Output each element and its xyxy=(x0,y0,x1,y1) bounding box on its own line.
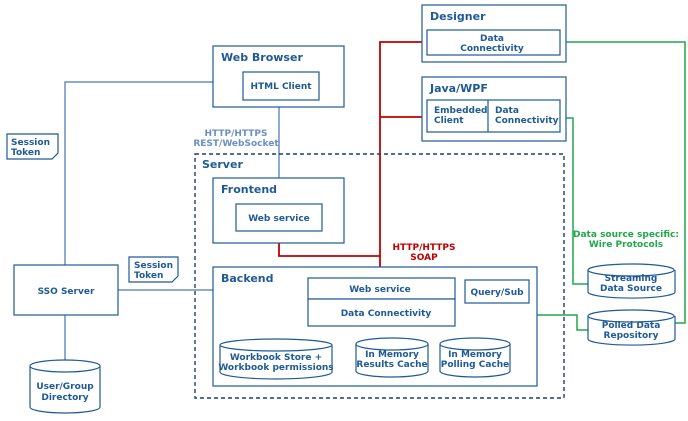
session-token-mid-line1: Session xyxy=(134,261,173,271)
server-title: Server xyxy=(202,158,243,171)
frontend-title: Frontend xyxy=(221,183,277,196)
frontend-web-service-box xyxy=(235,203,323,232)
workbook-store-line2: Workbook permissions xyxy=(218,363,333,373)
streaming-data-source-cylinder: Streaming Data Source xyxy=(587,263,676,299)
html-client-box xyxy=(242,71,320,101)
session-token-mid-line2: Token xyxy=(134,271,163,281)
javawpf-dc-line2: Connectivity xyxy=(495,116,559,126)
designer-title: Designer xyxy=(430,10,486,23)
polling-cache-line2: Polling Cache xyxy=(441,360,510,370)
user-group-line1: User/Group xyxy=(36,382,94,392)
javawpf-inner-box xyxy=(426,99,561,133)
polled-data-repository-cylinder: Polled Data Repository xyxy=(587,309,676,346)
web-browser-panel: Web Browser HTML Client xyxy=(212,45,345,108)
server-panel: Server Frontend Web service HTTP/HTTPS S… xyxy=(194,153,565,399)
results-cache-line1: In Memory xyxy=(365,350,419,360)
sso-server-box xyxy=(13,264,119,316)
javawpf-title: Java/WPF xyxy=(429,82,488,95)
session-token-mid-icon xyxy=(128,256,179,283)
session-token-left-line2: Token xyxy=(11,148,40,158)
green-protocol-line1: Data source specific: xyxy=(573,230,679,240)
html-client-label: HTML Client xyxy=(250,82,312,92)
web-browser-title: Web Browser xyxy=(221,51,303,64)
javawpf-panel: Java/WPF Embedded Client Data Connectivi… xyxy=(421,76,567,142)
user-group-directory-cylinder: User/Group Directory xyxy=(29,359,101,414)
streaming-line1: Streaming xyxy=(605,274,658,284)
designer-dc-line1: Data xyxy=(480,34,504,44)
protocol-red-line2: SOAP xyxy=(410,253,438,263)
backend-data-connectivity-label: Data Connectivity xyxy=(341,309,432,319)
protocol-blue-line2: REST/WebSocket xyxy=(193,139,279,149)
red-trunk-line xyxy=(379,41,427,278)
server-box xyxy=(194,153,565,399)
sso-server-label: SSO Server xyxy=(38,287,95,297)
embedded-client-line2: Client xyxy=(434,116,464,126)
session-token-left-note: Session Token xyxy=(6,133,59,160)
designer-dc-line2: Connectivity xyxy=(460,44,524,54)
user-group-line2: Directory xyxy=(41,393,88,403)
backend-title: Backend xyxy=(221,272,274,285)
workbook-store-cylinder: Workbook Store + Workbook permissions xyxy=(218,338,334,380)
polled-line1: Polled Data xyxy=(602,321,661,331)
session-token-mid-note: Session Token xyxy=(128,256,179,283)
polled-line2: Repository xyxy=(604,331,659,341)
embedded-client-line1: Embedded xyxy=(434,106,488,116)
protocol-red-line1: HTTP/HTTPS xyxy=(393,243,456,253)
streaming-line2: Data Source xyxy=(600,284,662,294)
red-connectors xyxy=(278,41,427,278)
query-sub-label: Query/Sub xyxy=(470,288,524,298)
polling-cache-line1: In Memory xyxy=(448,350,502,360)
designer-data-connectivity xyxy=(426,29,561,56)
javawpf-dc-line1: Data xyxy=(495,106,519,116)
designer-green-line xyxy=(560,41,686,324)
results-cache-cylinder: In Memory Results Cache xyxy=(355,337,429,378)
backend-web-service-label: Web service xyxy=(349,285,411,295)
frontend-web-service-label: Web service xyxy=(248,214,310,224)
polling-cache-cylinder: In Memory Polling Cache xyxy=(439,337,511,378)
query-sub-box xyxy=(464,279,530,304)
session-token-left-line1: Session xyxy=(11,138,50,148)
protocol-blue-line1: HTTP/HTTPS xyxy=(205,129,268,139)
frontend-to-webservice-red-line xyxy=(278,243,380,257)
workbook-store-line1: Workbook Store + xyxy=(230,353,322,363)
sso-to-browser-line xyxy=(64,81,213,265)
green-protocol-line2: Wire Protocols xyxy=(589,240,663,250)
session-token-left-icon xyxy=(6,133,59,160)
backend-data-connectivity-box xyxy=(307,298,456,327)
results-cache-line2: Results Cache xyxy=(356,360,427,370)
sso-server-node: SSO Server xyxy=(13,264,119,316)
designer-panel: Designer Data Connectivity xyxy=(421,4,567,63)
